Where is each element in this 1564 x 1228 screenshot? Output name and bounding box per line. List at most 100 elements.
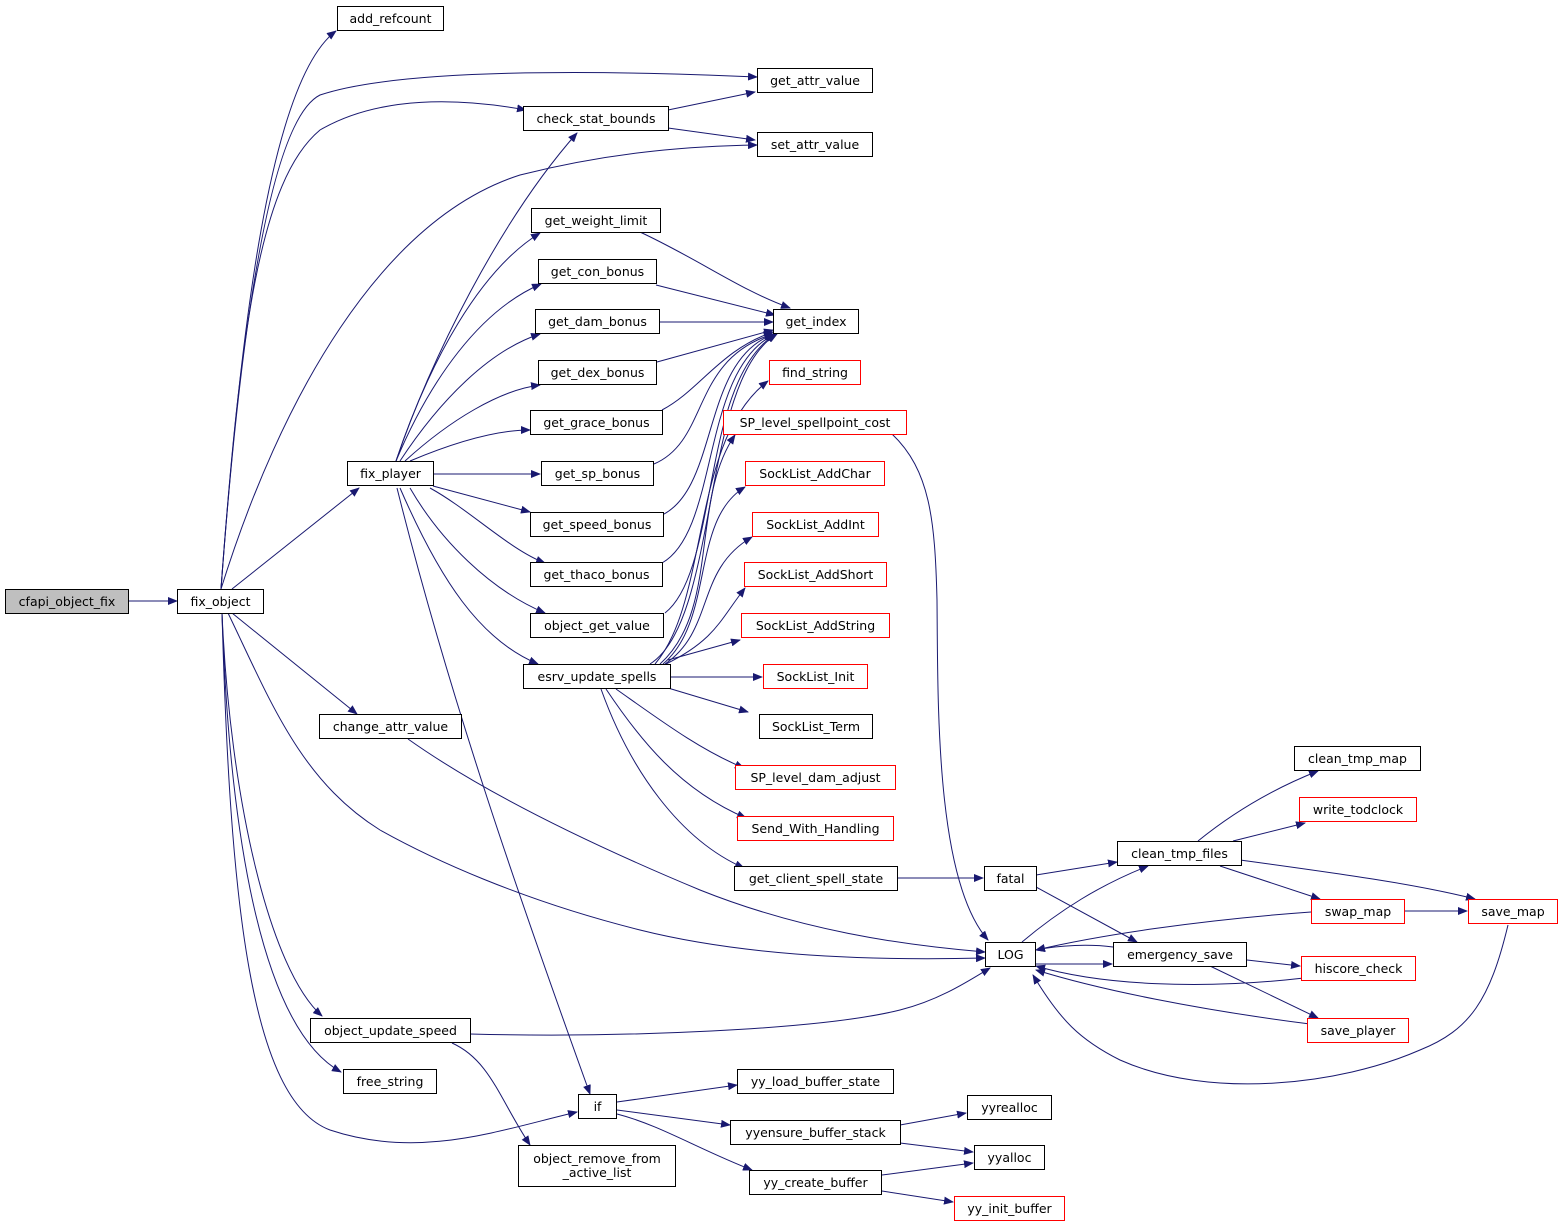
edge-get-thaco-bonus-get-index <box>661 333 776 564</box>
node-fix-player[interactable]: fix_player <box>347 461 434 486</box>
edge-fix-object-check-stat-bounds <box>220 101 527 590</box>
node-sp-level-spellpoint-cost[interactable]: SP_level_spellpoint_cost <box>723 410 907 435</box>
node-socklist-addint[interactable]: SockList_AddInt <box>752 512 879 537</box>
edge-fix-object-if <box>221 612 578 1144</box>
node-label: save_map <box>1481 903 1545 919</box>
node-free-string[interactable]: free_string <box>343 1069 437 1094</box>
node-label: swap_map <box>1324 903 1392 919</box>
node-label: SockList_AddShort <box>757 566 874 582</box>
edge-get-grace-bonus-get-index <box>661 331 774 411</box>
edge-esrv-update-spells-sp-level-spellpoint-cost <box>659 434 736 665</box>
node-sp-level-dam-adjust[interactable]: SP_level_dam_adjust <box>735 765 896 790</box>
node-clean-tmp-map[interactable]: clean_tmp_map <box>1294 746 1421 771</box>
edge-fix-object-object-update-speed <box>221 612 323 1017</box>
node-send-with-handling[interactable]: Send_With_Handling <box>737 816 894 841</box>
node-label-line-2: _active_list <box>562 1165 632 1180</box>
node-object-remove-from-active-list[interactable]: object_remove_from _active_list <box>518 1145 676 1187</box>
node-cfapi-object-fix[interactable]: cfapi_object_fix <box>5 589 129 614</box>
edge-sp-level-spellpoint-cost-log <box>891 433 989 941</box>
edge-get-sp-bonus-get-index <box>653 332 774 465</box>
node-get-sp-bonus[interactable]: get_sp_bonus <box>541 461 654 486</box>
node-change-attr-value[interactable]: change_attr_value <box>319 714 462 739</box>
node-check-stat-bounds[interactable]: check_stat_bounds <box>523 106 669 131</box>
node-save-player[interactable]: save_player <box>1307 1018 1409 1043</box>
node-clean-tmp-files[interactable]: clean_tmp_files <box>1117 841 1242 866</box>
edge-get-dex-bonus-get-index <box>656 328 774 363</box>
node-object-get-value[interactable]: object_get_value <box>530 613 664 638</box>
node-label: get_client_spell_state <box>748 870 884 886</box>
edge-yyensure-buffer-stack-yyrealloc <box>899 1110 967 1126</box>
node-set-attr-value[interactable]: set_attr_value <box>757 132 873 157</box>
node-yy-create-buffer[interactable]: yy_create_buffer <box>749 1170 882 1195</box>
node-yy-load-buffer-state[interactable]: yy_load_buffer_state <box>737 1069 894 1094</box>
node-socklist-term[interactable]: SockList_Term <box>759 714 873 739</box>
node-get-con-bonus[interactable]: get_con_bonus <box>538 259 657 284</box>
edge-object-update-speed-log <box>469 967 991 1036</box>
edge-esrv-update-spells-socklist-term <box>667 687 749 714</box>
edge-get-speed-bonus-get-index <box>659 333 775 517</box>
node-label: fix_object <box>190 593 251 609</box>
node-socklist-addchar[interactable]: SockList_AddChar <box>745 461 885 486</box>
node-label: clean_tmp_map <box>1308 750 1407 766</box>
node-label: SockList_Term <box>771 718 861 734</box>
node-write-todclock[interactable]: write_todclock <box>1299 797 1417 822</box>
node-get-attr-value[interactable]: get_attr_value <box>757 68 873 93</box>
node-socklist-init[interactable]: SockList_Init <box>763 664 868 689</box>
node-label: emergency_save <box>1127 946 1233 962</box>
node-label: add_refcount <box>349 10 432 26</box>
node-label: yy_load_buffer_state <box>750 1073 881 1089</box>
node-fatal[interactable]: fatal <box>984 866 1037 891</box>
edge-fix-object-log <box>227 612 986 963</box>
node-hiscore-check[interactable]: hiscore_check <box>1301 956 1416 981</box>
node-label: SockList_AddChar <box>759 465 871 481</box>
node-object-update-speed[interactable]: object_update_speed <box>310 1018 471 1043</box>
node-if[interactable]: if <box>578 1094 617 1119</box>
node-label: get_index <box>785 313 847 329</box>
node-yyrealloc[interactable]: yyrealloc <box>967 1095 1052 1120</box>
edge-fix-object-add-refcount <box>220 30 337 590</box>
edge-esrv-update-spells-send-with-handling <box>605 688 747 819</box>
node-label: SockList_Init <box>776 668 855 684</box>
edge-fix-player-get-speed-bonus <box>432 485 531 514</box>
node-swap-map[interactable]: swap_map <box>1311 899 1405 924</box>
node-get-client-spell-state[interactable]: get_client_spell_state <box>734 866 898 891</box>
edge-fix-player-object-get-value <box>409 487 546 614</box>
node-emergency-save[interactable]: emergency_save <box>1113 942 1247 967</box>
node-label: esrv_update_spells <box>537 668 657 684</box>
edge-fatal-emergency-save <box>1035 886 1138 943</box>
node-get-weight-limit[interactable]: get_weight_limit <box>531 208 661 233</box>
node-label: LOG <box>997 946 1024 962</box>
node-socklist-addshort[interactable]: SockList_AddShort <box>744 562 887 587</box>
node-socklist-addstring[interactable]: SockList_AddString <box>741 613 890 638</box>
node-label: set_attr_value <box>770 136 860 152</box>
node-esrv-update-spells[interactable]: esrv_update_spells <box>523 664 671 689</box>
node-label: free_string <box>356 1073 424 1089</box>
edge-hiscore-check-log <box>1035 964 1305 985</box>
node-save-map[interactable]: save_map <box>1468 899 1558 924</box>
node-get-grace-bonus[interactable]: get_grace_bonus <box>530 410 663 435</box>
node-yyensure-buffer-stack[interactable]: yyensure_buffer_stack <box>730 1120 901 1145</box>
node-label: SockList_AddInt <box>766 516 865 532</box>
node-find-string[interactable]: find_string <box>769 360 861 385</box>
edge-check-stat-bounds-set-attr-value <box>667 127 756 143</box>
edge-object-get-value-get-index <box>664 333 777 614</box>
edge-yy-create-buffer-yyalloc <box>881 1160 974 1176</box>
node-label: yy_init_buffer <box>967 1200 1052 1216</box>
node-get-speed-bonus[interactable]: get_speed_bonus <box>530 512 664 537</box>
node-label: get_thaco_bonus <box>543 566 650 582</box>
node-fix-object[interactable]: fix_object <box>177 589 264 614</box>
node-yyalloc[interactable]: yyalloc <box>974 1145 1045 1170</box>
node-log[interactable]: LOG <box>985 942 1036 967</box>
edge-clean-tmp-files-clean-tmp-map <box>1197 770 1319 842</box>
edge-clean-tmp-files-swap-map <box>1219 865 1321 900</box>
edge-if-yy-create-buffer <box>616 1113 753 1171</box>
node-add-refcount[interactable]: add_refcount <box>337 6 444 31</box>
node-get-index[interactable]: get_index <box>773 309 859 334</box>
node-label: get_con_bonus <box>550 263 645 279</box>
node-get-thaco-bonus[interactable]: get_thaco_bonus <box>530 562 663 587</box>
node-get-dam-bonus[interactable]: get_dam_bonus <box>535 309 660 334</box>
node-get-dex-bonus[interactable]: get_dex_bonus <box>538 360 657 385</box>
node-yy-init-buffer[interactable]: yy_init_buffer <box>954 1196 1065 1221</box>
edge-fix-player-get-con-bonus <box>395 283 542 462</box>
